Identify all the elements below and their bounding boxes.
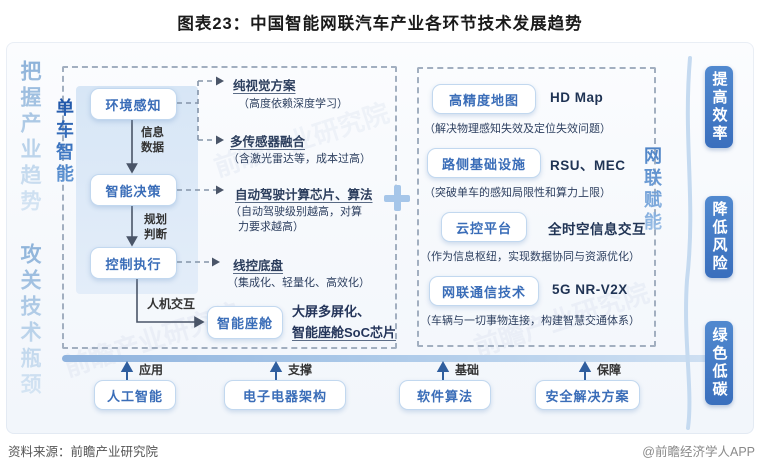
network-empowerment-group xyxy=(417,67,656,347)
edge-label-basis: 基础 xyxy=(455,363,480,377)
node-control-execution: 控制执行 xyxy=(90,247,177,279)
tag-cloud-control-platform: 全时空信息交互 xyxy=(548,222,646,237)
annotation-cockpit-line2: 智能座舱SoC芯片 xyxy=(292,325,397,340)
badge-green-low-carbon-label: 绿色低碳 xyxy=(710,327,728,399)
note-hd-map: （解决物理感知失效及定位失效问题） xyxy=(424,123,611,135)
foundation-bar xyxy=(62,355,717,362)
note-v2x-communication: （车辆与一切事物连接，构建智慧交通体系） xyxy=(420,315,640,327)
badge-improve-efficiency-label: 提高效率 xyxy=(710,71,728,143)
node-hd-map: 高精度地图 xyxy=(431,84,537,114)
annotation-ad-chip-note1: （自动驾驶级别越高，对算 xyxy=(230,206,362,218)
edge-label-support: 支撑 xyxy=(288,363,313,377)
plus-icon xyxy=(384,185,410,211)
node-security-solution: 安全解决方案 xyxy=(535,380,640,410)
annotation-chassis-title: 线控底盘 xyxy=(233,259,284,273)
strategy-rail-bottom: 攻关技术瓶颈 xyxy=(14,243,44,399)
node-artificial-intelligence: 人工智能 xyxy=(94,380,176,410)
footer-source: 资料来源：前瞻产业研究院 xyxy=(8,445,159,459)
edge-label-application: 应用 xyxy=(139,363,164,377)
annotation-pure-vision-title: 纯视觉方案 xyxy=(233,79,296,93)
badge-reduce-risk-label: 降低风险 xyxy=(710,201,728,273)
tag-hd-map: HD Map xyxy=(550,90,604,105)
annotation-ad-chip-title: 自动驾驶计算芯片、算法 xyxy=(235,188,373,202)
tag-roadside-infrastructure: RSU、MEC xyxy=(550,158,626,173)
edge-label-info-data: 信息 数据 xyxy=(141,126,164,156)
edge-label-judge: 判断 xyxy=(144,229,167,241)
page-title: 图表23：中国智能网联汽车产业各环节技术发展趋势 xyxy=(177,15,583,33)
network-empowerment-label: 网联赋能 xyxy=(638,142,666,238)
node-software-algorithm: 软件算法 xyxy=(399,380,491,410)
note-cloud-control-platform: （作为信息枢纽，实现数据协同与资源优化） xyxy=(420,251,640,263)
node-roadside-infrastructure: 路侧基础设施 xyxy=(426,148,542,178)
vehicle-intelligence-label: 单车智能 xyxy=(50,94,78,190)
node-cloud-control-platform: 云控平台 xyxy=(440,212,528,242)
node-intelligent-decision: 智能决策 xyxy=(90,174,177,206)
annotation-pure-vision-note: （高度依赖深度学习） xyxy=(238,98,348,110)
node-smart-cockpit: 智能座舱 xyxy=(207,306,283,339)
badge-improve-efficiency: 提高效率 xyxy=(705,66,733,148)
node-environment-perception: 环境感知 xyxy=(90,88,177,120)
tag-v2x-communication: 5G NR-V2X xyxy=(552,282,628,297)
edge-label-plan: 规划 xyxy=(144,214,167,226)
annotation-chassis-note: （集成化、轻量化、高效化） xyxy=(227,277,370,289)
annotation-sensor-fusion-note: （含激光雷达等，成本过高） xyxy=(228,153,371,165)
edge-label-plan-judge: 规划 判断 xyxy=(144,213,167,243)
badge-green-low-carbon: 绿色低碳 xyxy=(705,321,733,405)
strategy-rail-top: 把握产业趋势 xyxy=(14,60,44,216)
footer-credit: @前瞻经济学人APP xyxy=(642,445,755,459)
annotation-cockpit-line1: 大屏多屏化、 xyxy=(292,304,371,319)
node-ee-architecture: 电子电器架构 xyxy=(224,380,346,410)
edge-label-info: 信息 xyxy=(141,127,164,139)
edge-label-guarantee: 保障 xyxy=(597,363,622,377)
badge-reduce-risk: 降低风险 xyxy=(705,196,733,278)
edge-label-data: 数据 xyxy=(141,142,164,154)
annotation-sensor-fusion-title: 多传感器融合 xyxy=(230,135,306,149)
note-roadside-infrastructure: （突破单车的感知局限性和算力上限） xyxy=(424,187,611,199)
annotation-ad-chip-note2: 力要求越高） xyxy=(238,221,304,233)
node-v2x-communication: 网联通信技术 xyxy=(428,276,540,306)
edge-label-hmi: 人机交互 xyxy=(147,297,196,311)
